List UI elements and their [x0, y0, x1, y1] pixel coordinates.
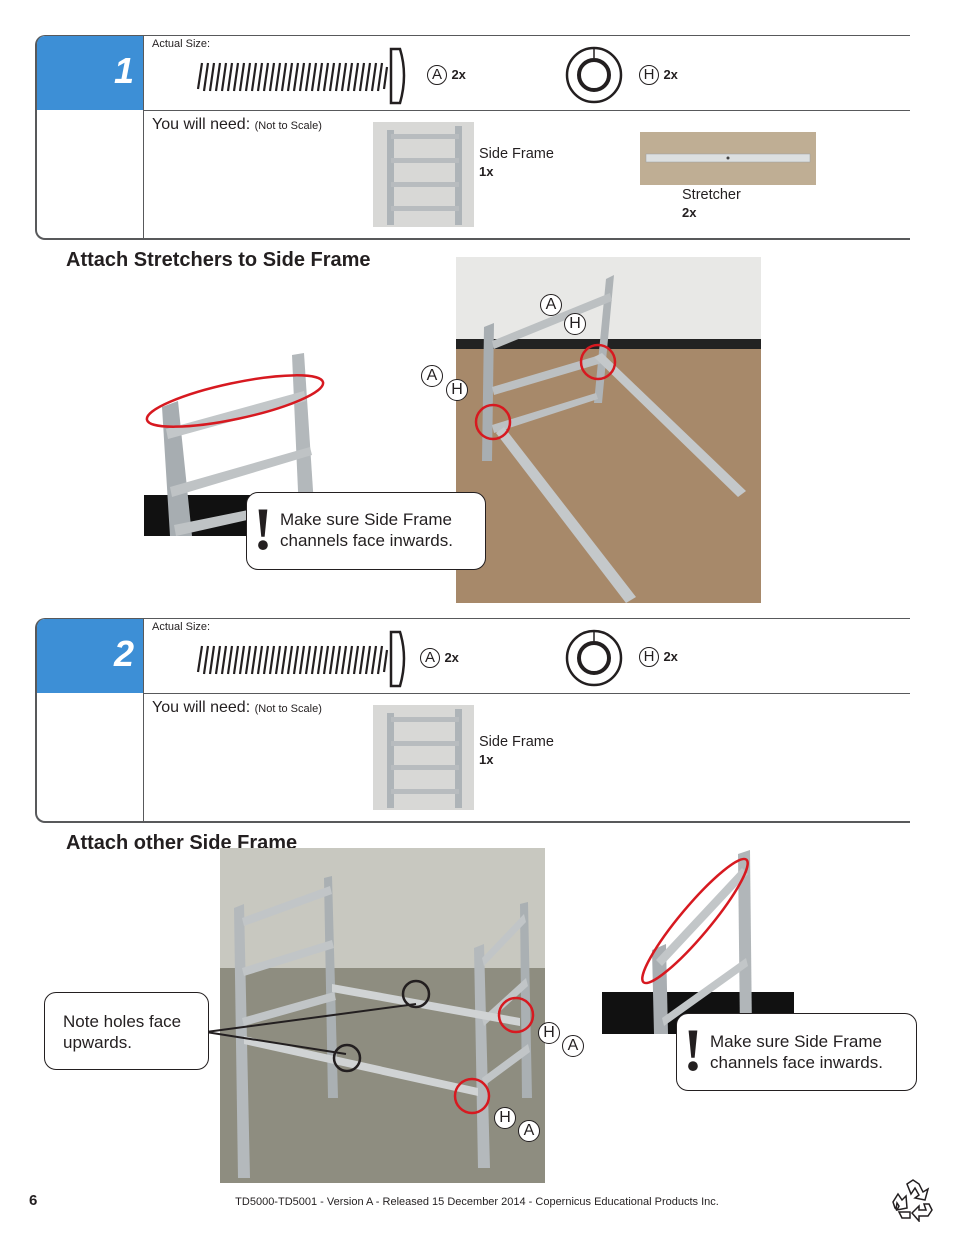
part-a-qty: 2x: [451, 67, 466, 82]
callout-note-holes: Note holes face upwards.: [44, 992, 209, 1070]
item-side-frame-name: Side Frame: [479, 734, 554, 750]
step-1-divider-h: [143, 110, 910, 111]
tag-a-upper: A: [540, 294, 562, 316]
part-h-letter: H: [639, 647, 659, 667]
highlight-circles-1: [474, 343, 617, 441]
item-side-frame-name: Side Frame: [479, 146, 554, 162]
step-2-number: 2: [113, 633, 134, 674]
tag-h-right: H: [538, 1022, 560, 1044]
step-2-you-will-need: You will need: (Not to Scale): [152, 699, 322, 717]
need-sub: (Not to Scale): [254, 120, 322, 132]
need-sub: (Not to Scale): [254, 703, 322, 715]
other-side-frame-attached-photo: [220, 848, 545, 1183]
section-1-heading: Attach Stretchers to Side Frame: [66, 249, 371, 271]
screw-icon: [196, 47, 406, 105]
step-1-actual-size-label: Actual Size:: [152, 38, 211, 50]
step-1-you-will-need: You will need: (Not to Scale): [152, 116, 322, 134]
page-number: 6: [29, 1192, 38, 1209]
item-stretcher: Stretcher 2x: [682, 187, 741, 222]
part-h-qty: 2x: [663, 649, 678, 664]
warning-exclamation-icon: !: [683, 1017, 703, 1083]
step-2-divider-h: [143, 693, 910, 694]
step-2-box: 2 Actual Size: A 2x H 2x You will need: …: [35, 618, 910, 823]
item-side-frame-qty: 1x: [479, 752, 494, 767]
part-a-letter: A: [420, 648, 440, 668]
note-pointer-lines: [205, 1003, 417, 1055]
tag-a-bottom: A: [518, 1120, 540, 1142]
part-h-label: H 2x: [639, 65, 678, 85]
step-1-divider-v: [143, 36, 144, 238]
note-text: Note holes face upwards.: [63, 1012, 182, 1052]
step-2-actual-size-label: Actual Size:: [152, 621, 211, 633]
tag-a-right: A: [562, 1035, 584, 1057]
tag-h-lower: H: [446, 379, 468, 401]
part-h-qty: 2x: [663, 67, 678, 82]
part-a-label: A 2x: [427, 65, 466, 85]
step-1-box: 1 Actual Size: A 2x H 2x You will need: …: [35, 35, 910, 240]
highlight-ellipse-2: [641, 857, 749, 985]
warning-exclamation-icon: !: [253, 496, 273, 562]
part-a-qty: 2x: [444, 650, 459, 665]
highlight-ellipse-1: [145, 374, 325, 428]
recycle-icon: [892, 1179, 933, 1222]
step-1-number-badge: 1: [37, 36, 144, 110]
part-h-letter: H: [639, 65, 659, 85]
tag-a-lower: A: [421, 365, 443, 387]
need-label: You will need:: [152, 699, 251, 716]
item-stretcher-name: Stretcher: [682, 187, 741, 203]
item-stretcher-qty: 2x: [682, 205, 697, 220]
hole-circles: [332, 979, 535, 1115]
callout-channels-inward-2: ! Make sure Side Frame channels face inw…: [676, 1013, 917, 1091]
tag-h-upper: H: [564, 313, 586, 335]
part-a-letter: A: [427, 65, 447, 85]
part-h-label: H 2x: [639, 647, 678, 667]
stretcher-thumbnail: [640, 132, 816, 185]
callout-channels-inward-1: ! Make sure Side Frame channels face inw…: [246, 492, 486, 570]
step-2-number-badge: 2: [37, 619, 144, 693]
item-side-frame: Side Frame 1x: [479, 734, 554, 769]
screw-icon: [196, 630, 406, 688]
part-a-label: A 2x: [420, 648, 459, 668]
step-2-divider-v: [143, 619, 144, 821]
callout-text-2: Make sure Side Frame channels face inwar…: [710, 1032, 883, 1072]
side-frame-thumbnail: [373, 705, 474, 810]
item-side-frame: Side Frame 1x: [479, 146, 554, 181]
step-1-number: 1: [113, 50, 134, 91]
need-label: You will need:: [152, 116, 251, 133]
item-side-frame-qty: 1x: [479, 164, 494, 179]
tag-h-bottom: H: [494, 1107, 516, 1129]
washer-icon: [565, 46, 623, 104]
side-frame-thumbnail: [373, 122, 474, 227]
washer-icon: [565, 629, 623, 687]
footer-text: TD5000-TD5001 - Version A - Released 15 …: [235, 1196, 719, 1208]
callout-text-1: Make sure Side Frame channels face inwar…: [280, 510, 453, 550]
